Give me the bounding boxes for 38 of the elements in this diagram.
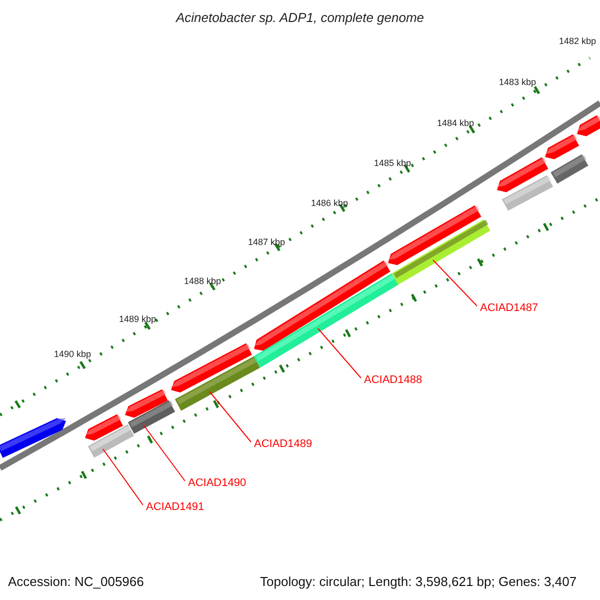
gene-block xyxy=(0,418,66,458)
scale-label: 1488 kbp xyxy=(184,276,222,286)
gene-block xyxy=(577,115,600,136)
gene-block xyxy=(125,389,168,418)
scale-label: 1489 kbp xyxy=(119,314,156,324)
leader-line xyxy=(318,328,362,378)
gene-label: ACIAD1489 xyxy=(254,438,312,450)
leader-line xyxy=(143,424,186,482)
gene-bar xyxy=(128,400,176,434)
gene-label: ACIAD1487 xyxy=(480,302,538,314)
footer-text: Topology: circular; Length: 3,598,621 bp; Genes: 3,407 xyxy=(260,574,577,589)
scale-label: 1487 kbp xyxy=(248,237,286,247)
gene-block xyxy=(254,260,390,351)
scale-label: 1484 kbp xyxy=(437,118,474,128)
gene-label: ACIAD1490 xyxy=(188,477,246,489)
gene-bar xyxy=(550,154,588,184)
leader-line xyxy=(102,448,144,506)
gene-bar xyxy=(254,273,398,368)
gene-block xyxy=(171,343,252,392)
gene-block xyxy=(85,414,123,441)
gene-bar xyxy=(88,424,134,458)
scale-label: 1485 kbp xyxy=(374,158,412,168)
leader-line xyxy=(432,260,478,306)
footer-text: Accession: NC_005966 xyxy=(8,574,144,589)
title: Acinetobacter sp. ADP1, complete genome xyxy=(174,10,426,25)
scale-label: 1482 kbp xyxy=(558,36,596,46)
gene-bar xyxy=(174,356,260,411)
gene-block xyxy=(388,205,482,266)
gene-bar xyxy=(392,219,490,285)
scale-label: 1490 kbp xyxy=(54,349,92,359)
gene-label: ACIAD1491 xyxy=(146,501,204,513)
gene-label: ACIAD1488 xyxy=(364,374,422,386)
gene-block xyxy=(545,134,580,160)
scale-label: 1486 kbp xyxy=(311,198,348,208)
leader-line xyxy=(209,391,252,442)
gene-block xyxy=(497,157,548,192)
scale-label: 1483 kbp xyxy=(499,77,536,87)
gene-bar xyxy=(502,175,554,211)
